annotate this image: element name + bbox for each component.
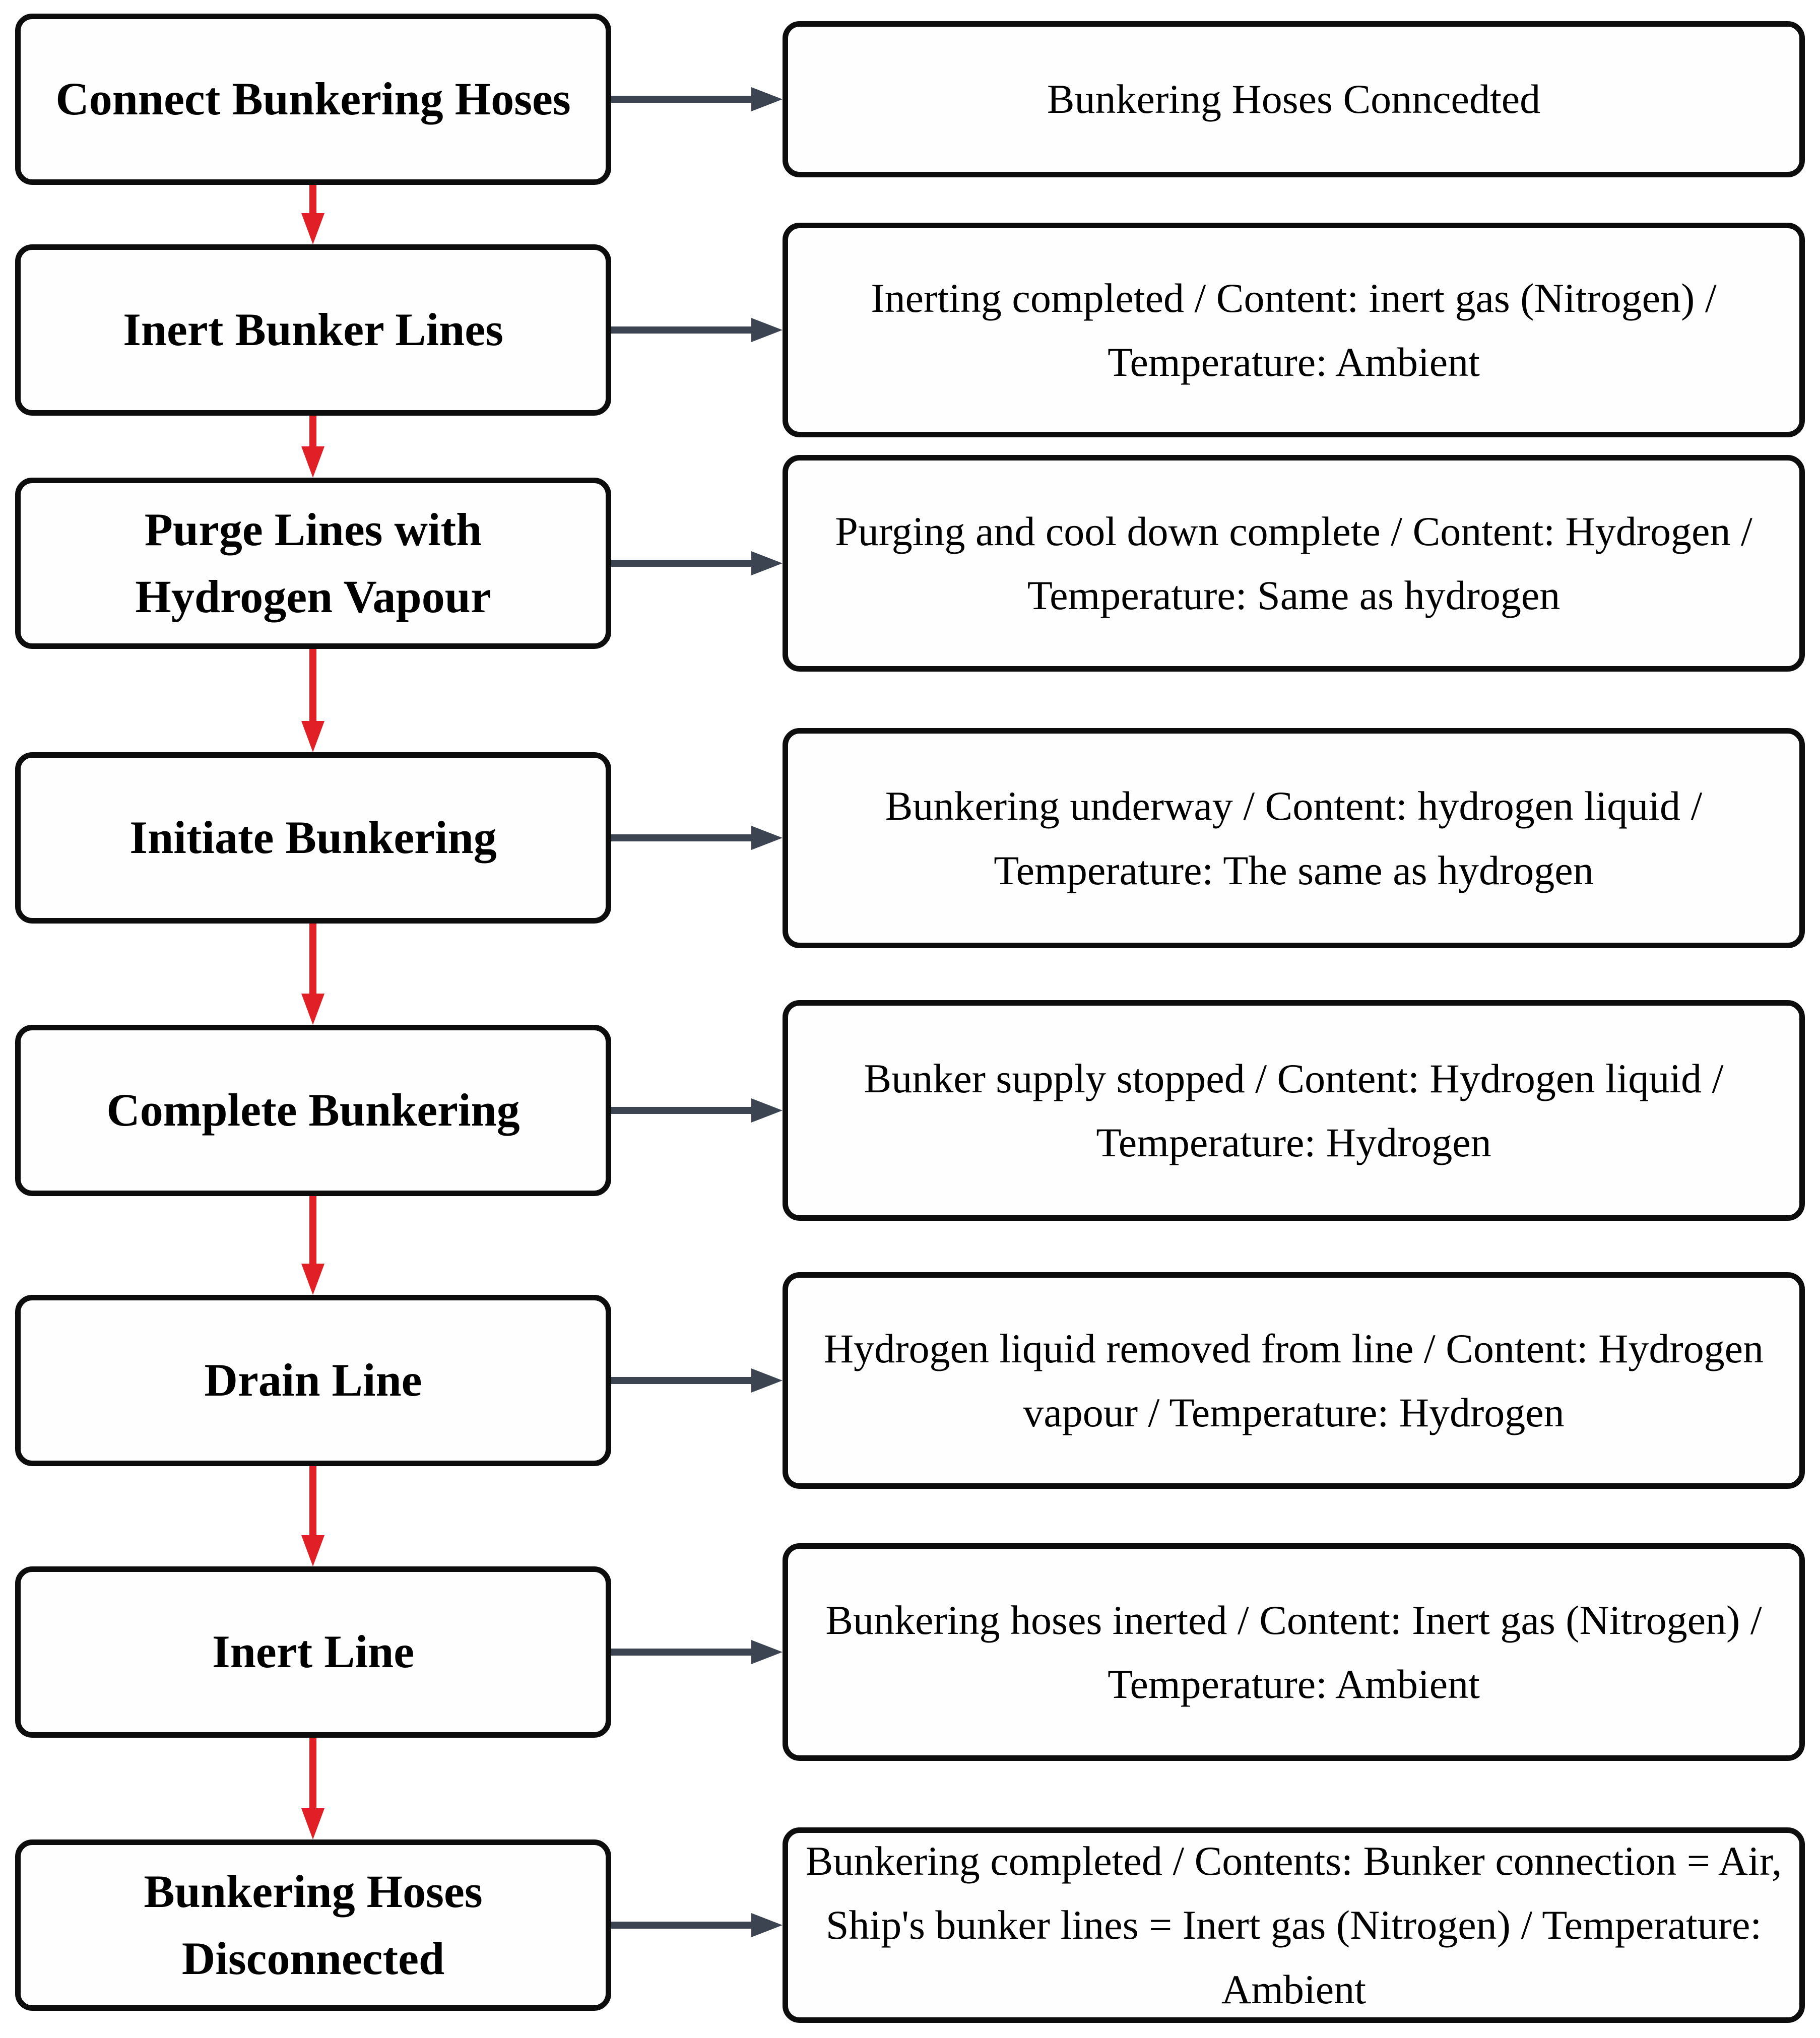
status-box-hoses-inerted: Bunkering hoses inerted / Content: Inert…: [783, 1543, 1805, 1761]
flow-down-arrow-icon: [301, 416, 324, 478]
link-right-arrow-icon: [611, 1640, 783, 1664]
step-box-inert-line: Inert Line: [15, 1566, 611, 1738]
link-right-arrow-icon: [611, 1913, 783, 1937]
step-box-connect-bunkering-hoses: Connect Bunkering Hoses: [15, 14, 611, 185]
flow-down-arrow-icon: [301, 1196, 324, 1295]
step-box-drain-line: Drain Line: [15, 1295, 611, 1466]
status-text: Inerting completed / Content: inert gas …: [871, 275, 1717, 385]
step-label: Initiate Bunkering: [129, 812, 497, 864]
step-box-complete-bunkering: Complete Bunkering: [15, 1025, 611, 1196]
status-box-bunkering-completed: Bunkering completed / Contents: Bunker c…: [783, 1827, 1805, 2023]
step-label: Connect Bunkering Hoses: [55, 73, 571, 125]
flow-down-arrow-icon: [301, 1738, 324, 1839]
status-text: Bunkering underway / Content: hydrogen l…: [885, 783, 1703, 893]
status-text: Bunkering Hoses Conncedted: [1047, 76, 1541, 122]
link-right-arrow-icon: [611, 318, 783, 342]
status-box-liquid-removed: Hydrogen liquid removed from line / Cont…: [783, 1272, 1805, 1489]
flow-down-arrow-icon: [301, 649, 324, 752]
step-label: Drain Line: [204, 1354, 422, 1406]
step-label: Complete Bunkering: [106, 1084, 520, 1136]
link-right-arrow-icon: [611, 1368, 783, 1393]
step-label: Inert Line: [212, 1626, 415, 1678]
link-right-arrow-icon: [611, 1098, 783, 1123]
step-box-purge-lines: Purge Lines with Hydrogen Vapour: [15, 478, 611, 649]
status-box-supply-stopped: Bunker supply stopped / Content: Hydroge…: [783, 1000, 1805, 1221]
status-text: Purging and cool down complete / Content…: [835, 508, 1752, 618]
status-box-hoses-connected: Bunkering Hoses Conncedted: [783, 21, 1805, 177]
link-right-arrow-icon: [611, 826, 783, 850]
status-box-inerting-completed: Inerting completed / Content: inert gas …: [783, 223, 1805, 437]
step-label: Bunkering Hoses Disconnected: [144, 1865, 483, 1984]
status-text: Bunkering completed / Contents: Bunker c…: [805, 1838, 1782, 2012]
link-right-arrow-icon: [611, 551, 783, 575]
step-box-hoses-disconnected: Bunkering Hoses Disconnected: [15, 1839, 611, 2011]
status-text: Hydrogen liquid removed from line / Cont…: [823, 1325, 1764, 1435]
status-box-purging-complete: Purging and cool down complete / Content…: [783, 455, 1805, 672]
step-box-initiate-bunkering: Initiate Bunkering: [15, 752, 611, 924]
flow-down-arrow-icon: [301, 185, 324, 244]
status-text: Bunker supply stopped / Content: Hydroge…: [864, 1055, 1724, 1165]
link-right-arrow-icon: [611, 87, 783, 111]
step-box-inert-bunker-lines: Inert Bunker Lines: [15, 244, 611, 416]
flow-down-arrow-icon: [301, 924, 324, 1025]
status-box-bunkering-underway: Bunkering underway / Content: hydrogen l…: [783, 728, 1805, 948]
status-text: Bunkering hoses inerted / Content: Inert…: [825, 1597, 1762, 1707]
step-label: Purge Lines with Hydrogen Vapour: [135, 503, 491, 622]
step-label: Inert Bunker Lines: [123, 304, 503, 356]
flow-down-arrow-icon: [301, 1466, 324, 1566]
